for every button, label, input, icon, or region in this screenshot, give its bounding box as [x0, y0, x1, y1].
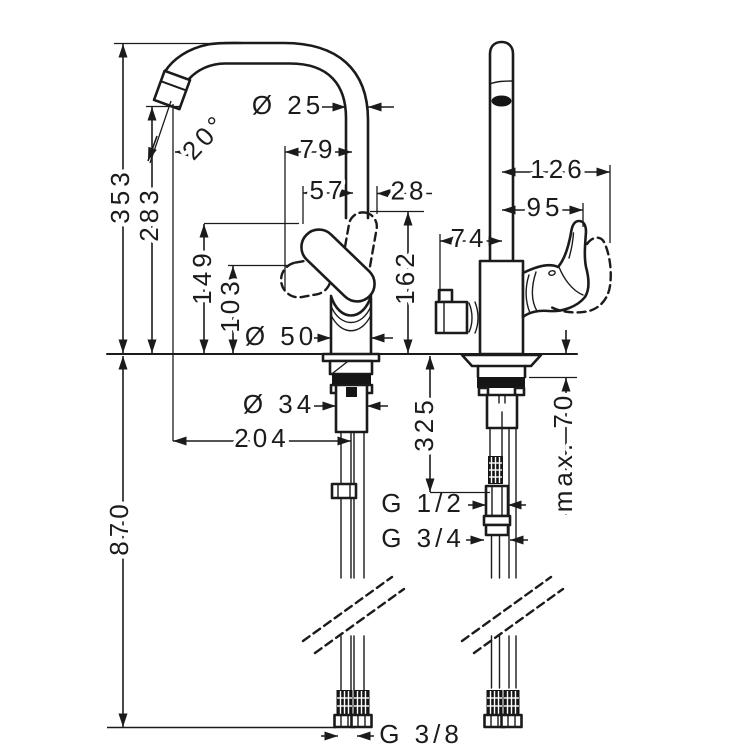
faucet-front-view	[434, 40, 612, 729]
spout-cap-line	[489, 80, 514, 85]
dim-126-label: 126	[530, 154, 585, 184]
dimension-annotations: 353 283 870 20° Ø 25 79 57 28 149 103	[100, 42, 611, 750]
dim-283-label: 283	[134, 186, 164, 241]
break-mark	[313, 587, 406, 655]
mounting-tab	[513, 386, 526, 397]
aerator-opening	[491, 95, 512, 107]
handle-swung-position-dashed	[549, 236, 612, 314]
handle-wrist-arc	[531, 271, 538, 312]
dim-204-label: 204	[234, 423, 289, 453]
mounting-tab	[477, 386, 490, 397]
break-mark	[460, 575, 553, 643]
dim-57-label: 57	[310, 175, 347, 205]
spout-axis-line	[149, 100, 172, 164]
supply-hoses	[340, 431, 365, 691]
dim-149-label: 149	[187, 249, 217, 304]
handle-crease	[558, 266, 584, 296]
hose-connector	[330, 482, 358, 500]
base-plate-front	[460, 353, 543, 368]
handle-wrist-arc	[525, 274, 531, 314]
hose-fittings-front	[483, 690, 523, 729]
dim-353-label: 353	[105, 168, 135, 223]
g34-fitting-lower	[484, 523, 510, 537]
handle-crease	[568, 232, 575, 259]
break-mark	[472, 587, 565, 655]
shank-detail	[346, 387, 357, 397]
dim-95-label: 95	[527, 192, 564, 222]
dim-angle-label: 20°	[176, 108, 233, 166]
riser-pipe	[488, 40, 515, 264]
dim-162-label: 162	[390, 249, 420, 304]
g12-fitting	[484, 484, 510, 518]
seal-ring	[332, 374, 371, 385]
flex-section	[488, 456, 503, 484]
base-section-line	[332, 361, 348, 374]
dim-g34-label: G 3/4	[381, 523, 465, 553]
dome-detail-line	[330, 305, 372, 323]
dim-79-label: 79	[300, 134, 337, 164]
dome-detail-line	[330, 314, 372, 332]
dim-max70-label: max. 70	[548, 392, 578, 513]
dim-870-label: 870	[104, 500, 134, 555]
dim-dia50-label: Ø 50	[245, 321, 317, 351]
dim-dia25-label: Ø 25	[252, 90, 324, 120]
valve-knob	[434, 300, 469, 335]
valve-stem	[437, 288, 454, 304]
valve-neck-arc	[468, 302, 473, 333]
faucet-side-view	[152, 41, 406, 729]
spout-nozzle	[152, 69, 192, 111]
dim-103-label: 103	[215, 277, 245, 332]
break-mark	[301, 575, 394, 643]
dim-74-label: 74	[451, 223, 488, 253]
spout-inner-edge	[187, 62, 348, 220]
mounting-nut	[477, 377, 525, 388]
hose-fittings	[333, 690, 373, 729]
angle-arrow	[147, 135, 158, 162]
dim-dia34-label: Ø 34	[243, 389, 315, 419]
cartridge-dome	[329, 294, 373, 317]
base-ring	[328, 359, 374, 376]
g34-fitting	[482, 514, 512, 527]
dim-28-label: 28	[391, 175, 428, 205]
body-front	[478, 259, 525, 356]
valve-neck-arc	[474, 301, 479, 334]
dim-325-label: 325	[409, 396, 439, 451]
dim-g38-label: G 3/8	[379, 719, 463, 749]
handle-dot-detail	[548, 270, 556, 276]
